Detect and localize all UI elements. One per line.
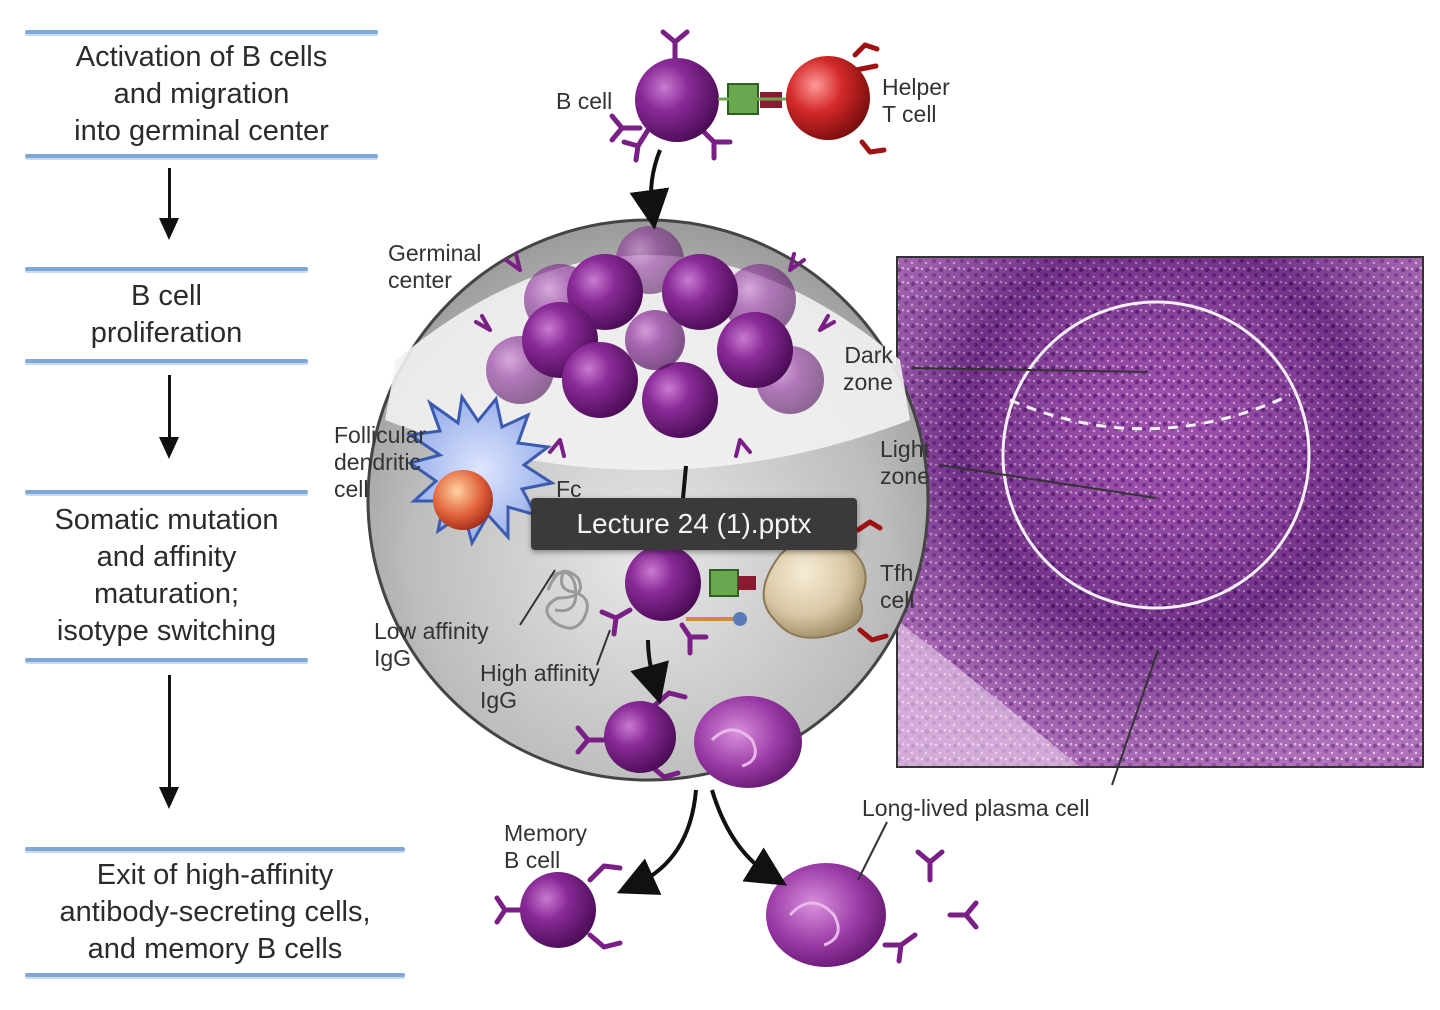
label-light-zone: Light zone [880,436,930,489]
step-proliferation-text: B cell proliferation [90,280,243,349]
bcr-tcr-synapse [718,83,798,115]
low-affinity-igg [545,569,589,630]
label-low-affinity-igg: Low affinity IgG [374,618,489,671]
label-long-lived-plasma-cell: Long-lived plasma cell [862,795,1090,821]
label-helper-t-cell: Helper T cell [882,74,950,127]
step-arrow-1 [159,168,179,240]
step-exit: Exit of high-affinity antibody-secreting… [25,847,405,977]
label-germinal-center: Germinal center [388,240,482,293]
label-tfh-cell: Tfh cell [880,560,915,613]
step-activation: Activation of B cells and migration into… [25,30,378,158]
memory-b-cell-inner [575,690,688,780]
diagram-arrows [616,149,787,895]
step-somatic-mutation: Somatic mutation and affinity maturation… [25,490,308,662]
step-arrow-2 [159,375,179,459]
label-follicular-dendritic-cell: Follicular dendritic cell [334,422,427,502]
histology-micrograph [896,256,1424,768]
label-fc: Fc [556,476,582,502]
step-proliferation: B cell proliferation [25,267,308,363]
file-name-tooltip: Lecture 24 (1).pptx [531,498,857,550]
secreted-antibodies [882,849,979,964]
selected-b-cell [599,545,756,656]
label-dark-zone: Dark zone [843,342,893,395]
label-b-cell: B cell [556,88,613,114]
step-somatic-mutation-text: Somatic mutation and affinity maturation… [54,504,279,647]
plasma-cell-inner [694,696,802,788]
proliferating-b-cells [474,226,836,458]
memory-b-cell [494,863,623,950]
label-high-affinity-igg: High affinity IgG [480,660,600,713]
b-cell-top [609,29,733,163]
step-activation-text: Activation of B cells and migration into… [74,40,329,147]
long-lived-plasma-cell [766,863,886,967]
helper-t-cell [786,42,887,155]
follicular-dendritic-cell [405,392,556,547]
step-arrow-3 [159,675,179,809]
step-exit-text: Exit of high-affinity antibody-secreting… [59,858,371,965]
label-memory-b-cell: Memory B cell [504,820,588,873]
leader-lines [519,367,1159,881]
